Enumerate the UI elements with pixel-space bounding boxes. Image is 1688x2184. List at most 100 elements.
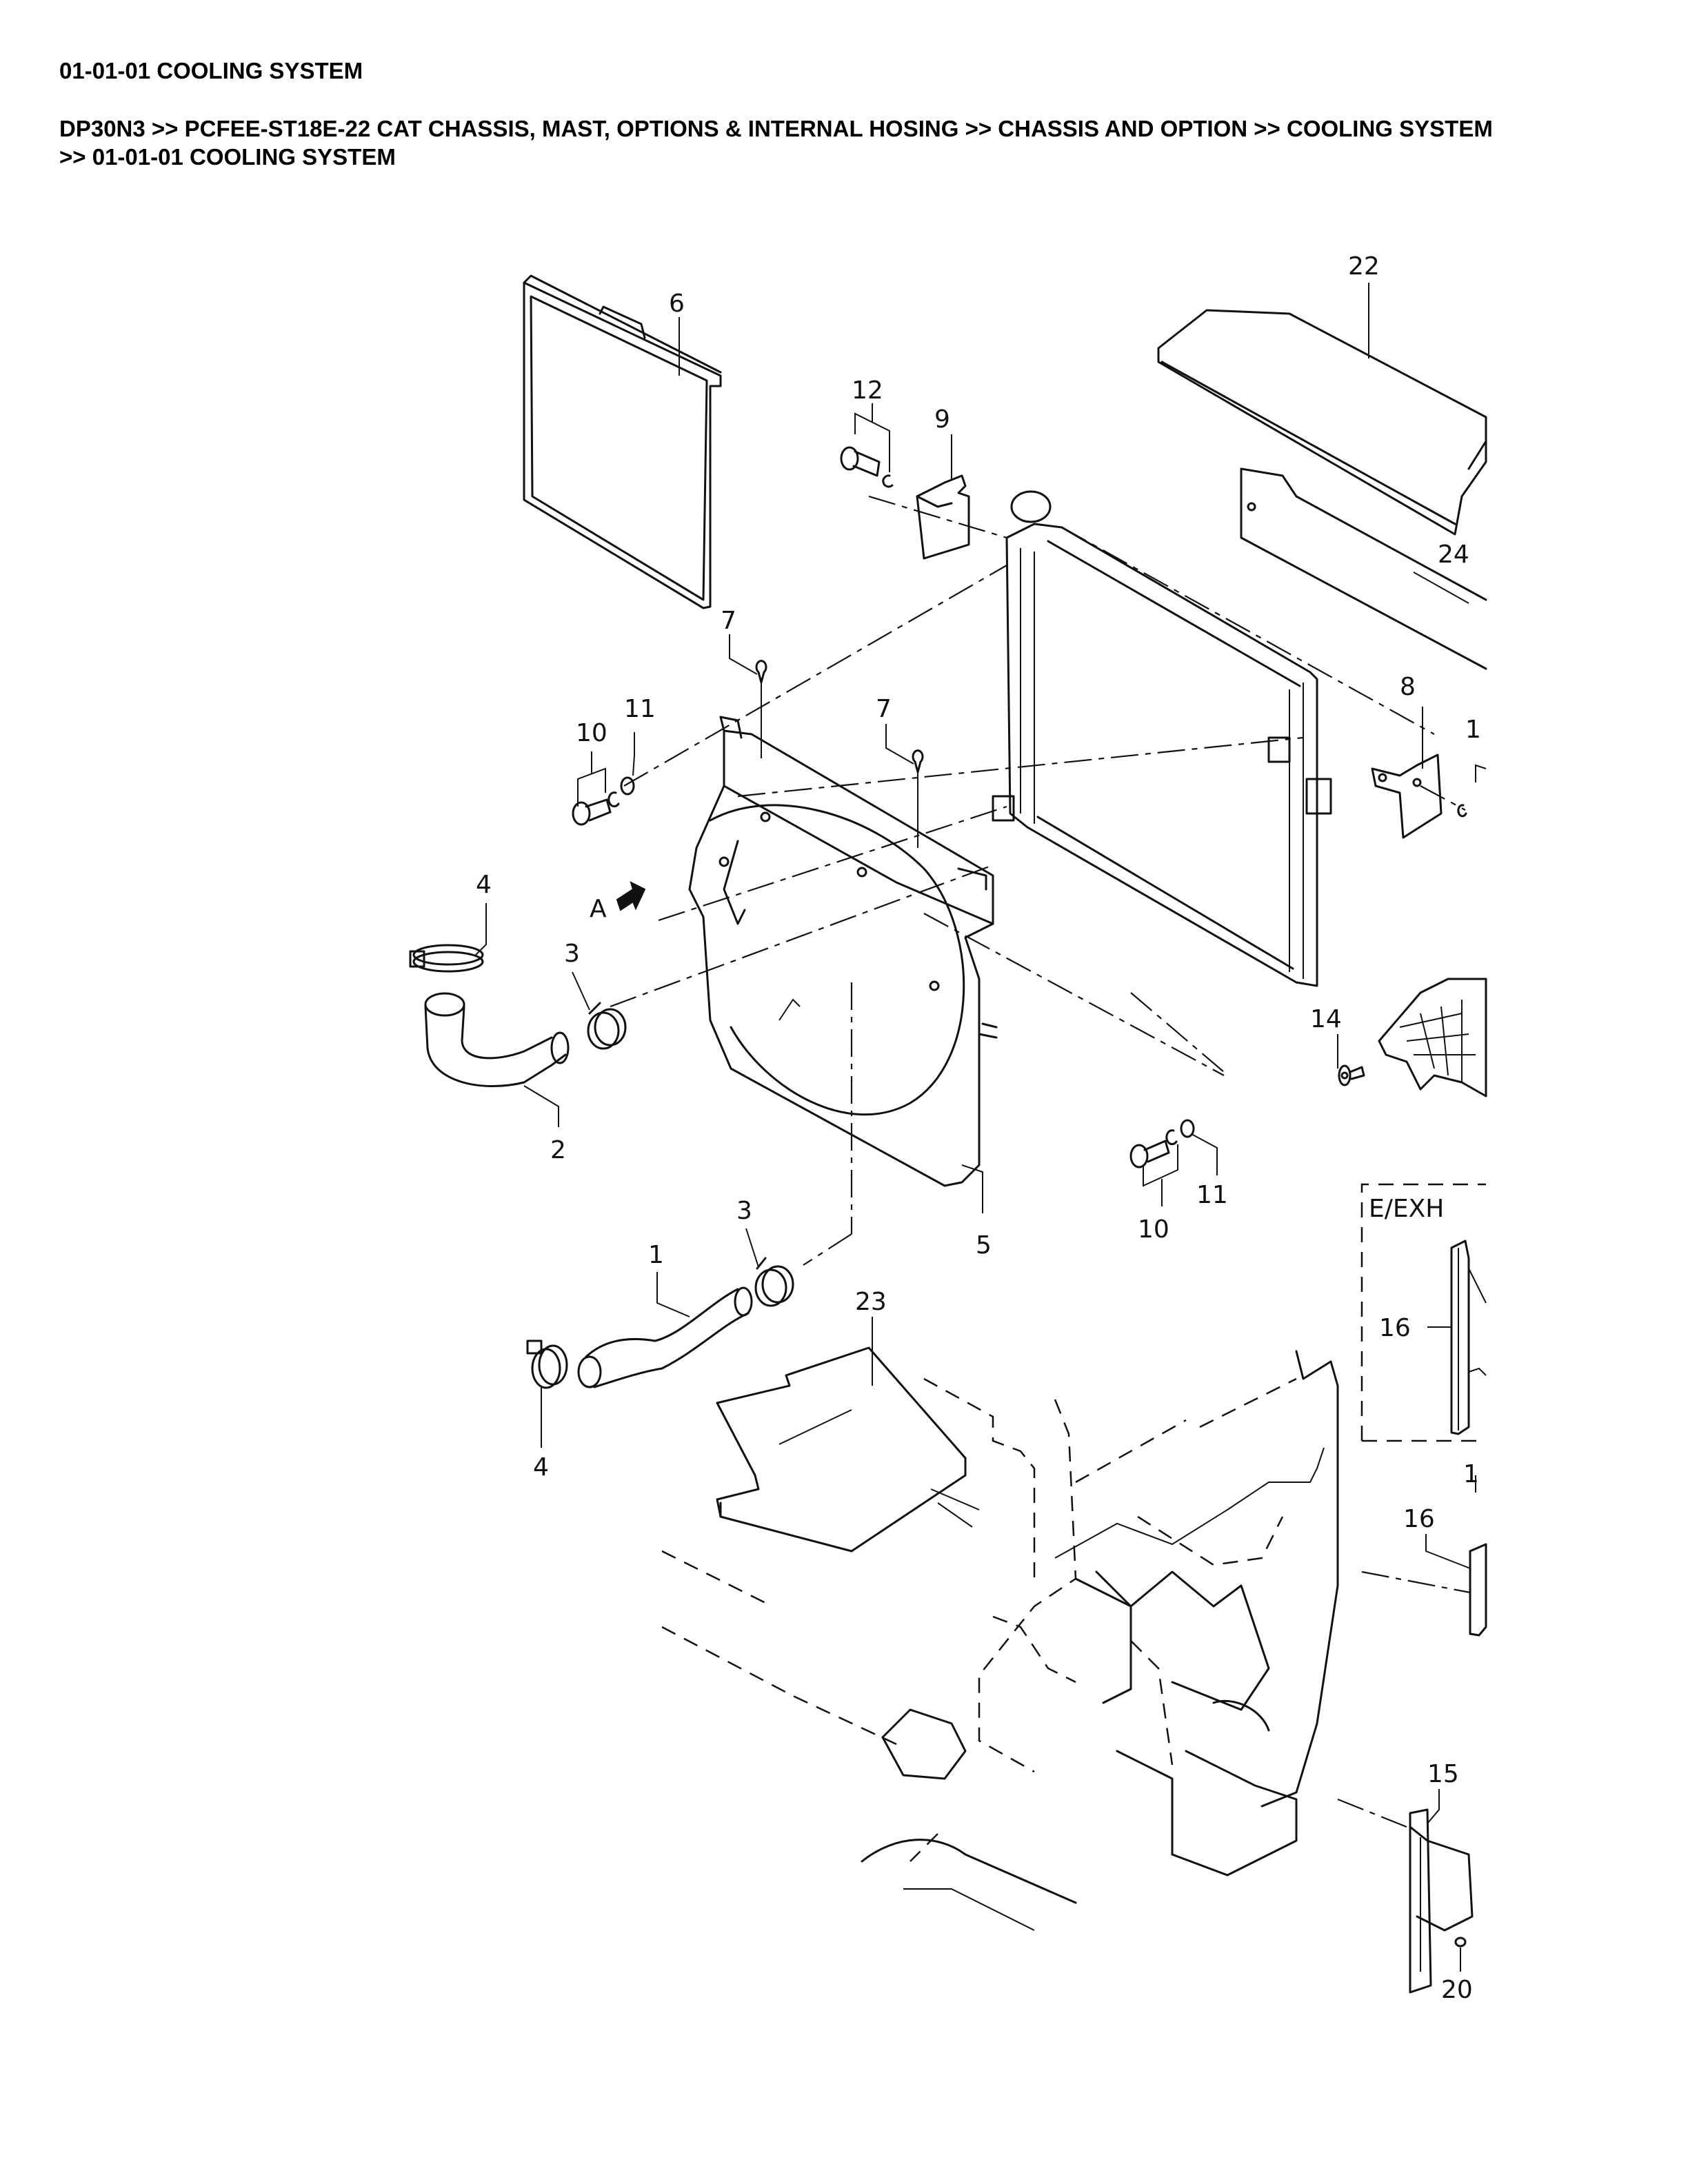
page-title: 01-01-01 COOLING SYSTEM: [59, 58, 363, 83]
callout-9[interactable]: 9: [934, 405, 950, 434]
leader-line: [1413, 572, 1469, 604]
callout-10b[interactable]: 10: [1138, 1215, 1169, 1244]
callout-3b[interactable]: 3: [736, 1197, 752, 1225]
leader-line: [1425, 1534, 1471, 1569]
part-bolt-10b[interactable]: [1129, 1129, 1178, 1169]
leader-line: [1427, 1789, 1440, 1824]
part-fan-guard[interactable]: [1378, 978, 1487, 1098]
part-clamp-4a[interactable]: [409, 944, 484, 973]
callout-1[interactable]: 1: [648, 1241, 664, 1269]
breadcrumb-item-model[interactable]: DP30N3: [59, 116, 145, 141]
leader-line: [729, 634, 758, 675]
callout-3a[interactable]: 3: [564, 940, 580, 968]
part-support-rail-16b[interactable]: [1469, 1543, 1487, 1637]
breadcrumb: DP30N3 >> PCFEE-ST18E-22 CAT CHASSIS, MA…: [59, 114, 1645, 171]
view-arrow-icon: [616, 881, 646, 911]
callout-11a[interactable]: 11: [624, 695, 656, 723]
callout-22[interactable]: 22: [1348, 252, 1380, 281]
leader-line: [577, 751, 606, 807]
centerline: [1420, 785, 1466, 811]
callout-4b[interactable]: 4: [533, 1453, 549, 1482]
part-bolt-10a[interactable]: [572, 791, 620, 826]
part-washer-11b[interactable]: [1180, 1119, 1195, 1138]
breadcrumb-item-catalog[interactable]: PCFEE-ST18E-22 CAT CHASSIS, MAST, OPTION…: [184, 116, 959, 141]
callout-16a[interactable]: 16: [1379, 1314, 1411, 1342]
callout-1-partial-top[interactable]: 1: [1465, 716, 1481, 744]
part-washer-8[interactable]: [1457, 804, 1467, 818]
part-bracket-9[interactable]: [916, 474, 970, 560]
part-lower-hose[interactable]: [577, 1286, 753, 1388]
part-washer-11a[interactable]: [620, 776, 635, 796]
part-support-rail-16a[interactable]: [1450, 1240, 1487, 1435]
callout-12[interactable]: 12: [852, 376, 883, 405]
centerline: [803, 1233, 852, 1266]
centerline: [1337, 1798, 1407, 1828]
inset-box-eexh: [1360, 1183, 1486, 1442]
centerline: [658, 805, 1007, 922]
centerline: [1361, 1570, 1471, 1594]
part-bracket-8[interactable]: [1371, 754, 1443, 839]
leader-line: [1143, 1144, 1178, 1206]
breadcrumb-item-current: 01-01-01 COOLING SYSTEM: [92, 144, 396, 170]
inset-label: E/EXH: [1369, 1195, 1444, 1223]
part-clip-7a[interactable]: [755, 660, 767, 758]
part-nut-20[interactable]: [1454, 1937, 1467, 1948]
breadcrumb-separator: >>: [1254, 116, 1280, 141]
leader-line: [475, 903, 487, 956]
centerline: [1061, 527, 1435, 735]
leader-line: [572, 971, 590, 1011]
callout-5[interactable]: 5: [976, 1231, 992, 1260]
part-seal-plate[interactable]: [1240, 467, 1487, 670]
breadcrumb-item-chassis-option[interactable]: CHASSIS AND OPTION: [998, 116, 1248, 141]
leader-line: [1475, 764, 1487, 782]
callout-4a[interactable]: 4: [476, 871, 492, 899]
part-radiator[interactable]: [992, 490, 1332, 987]
callout-6[interactable]: 6: [669, 290, 685, 318]
callout-7a[interactable]: 7: [721, 607, 736, 635]
part-clip-7b[interactable]: [912, 749, 924, 848]
centerline: [1130, 992, 1225, 1073]
centerline: [623, 565, 1007, 787]
part-clamp-3a[interactable]: [587, 1002, 627, 1050]
breadcrumb-separator: >>: [151, 116, 179, 141]
chassis-frame: [661, 1350, 1339, 1931]
callout-23[interactable]: 23: [855, 1288, 887, 1316]
part-upper-cover[interactable]: [1157, 309, 1487, 536]
leader-line: [1191, 1133, 1218, 1175]
leader-line: [961, 1164, 983, 1213]
callout-15[interactable]: 15: [1427, 1760, 1459, 1788]
callout-1-partial-mid[interactable]: 1: [1463, 1460, 1479, 1488]
breadcrumb-separator: >>: [965, 116, 992, 141]
part-upper-hose[interactable]: [424, 992, 570, 1087]
leader-line: [885, 724, 914, 765]
callout-7b[interactable]: 7: [876, 695, 892, 723]
part-fan-shroud[interactable]: [688, 716, 998, 1187]
callout-11b[interactable]: 11: [1196, 1181, 1228, 1209]
part-fastener-14[interactable]: [1338, 1064, 1365, 1086]
callout-14[interactable]: 14: [1310, 1005, 1342, 1033]
callout-20[interactable]: 20: [1441, 1976, 1473, 2004]
breadcrumb-item-cooling-system[interactable]: COOLING SYSTEM: [1286, 116, 1493, 141]
centerline: [923, 913, 1225, 1076]
leader-line: [854, 412, 890, 472]
callout-24[interactable]: 24: [1438, 540, 1469, 569]
callout-8[interactable]: 8: [1400, 673, 1416, 701]
leader-line: [656, 1272, 690, 1317]
part-radiator-screen[interactable]: [523, 274, 722, 609]
part-bolt-12[interactable]: [840, 446, 894, 488]
centerline: [610, 864, 994, 1008]
callout-16b[interactable]: 16: [1403, 1505, 1435, 1533]
centerline: [868, 495, 1007, 539]
part-cover-plate[interactable]: [716, 1346, 967, 1553]
callout-2[interactable]: 2: [550, 1136, 566, 1164]
part-clamp-4b[interactable]: [526, 1339, 568, 1389]
breadcrumb-separator: >>: [59, 144, 86, 170]
leader-line: [745, 1228, 759, 1268]
leader-line: [523, 1085, 559, 1127]
centerline: [737, 736, 1304, 798]
part-clamp-3b[interactable]: [754, 1257, 794, 1307]
view-marker-label: A: [590, 895, 607, 923]
callout-10a[interactable]: 10: [576, 719, 607, 747]
part-bracket-15[interactable]: [1409, 1808, 1474, 1994]
